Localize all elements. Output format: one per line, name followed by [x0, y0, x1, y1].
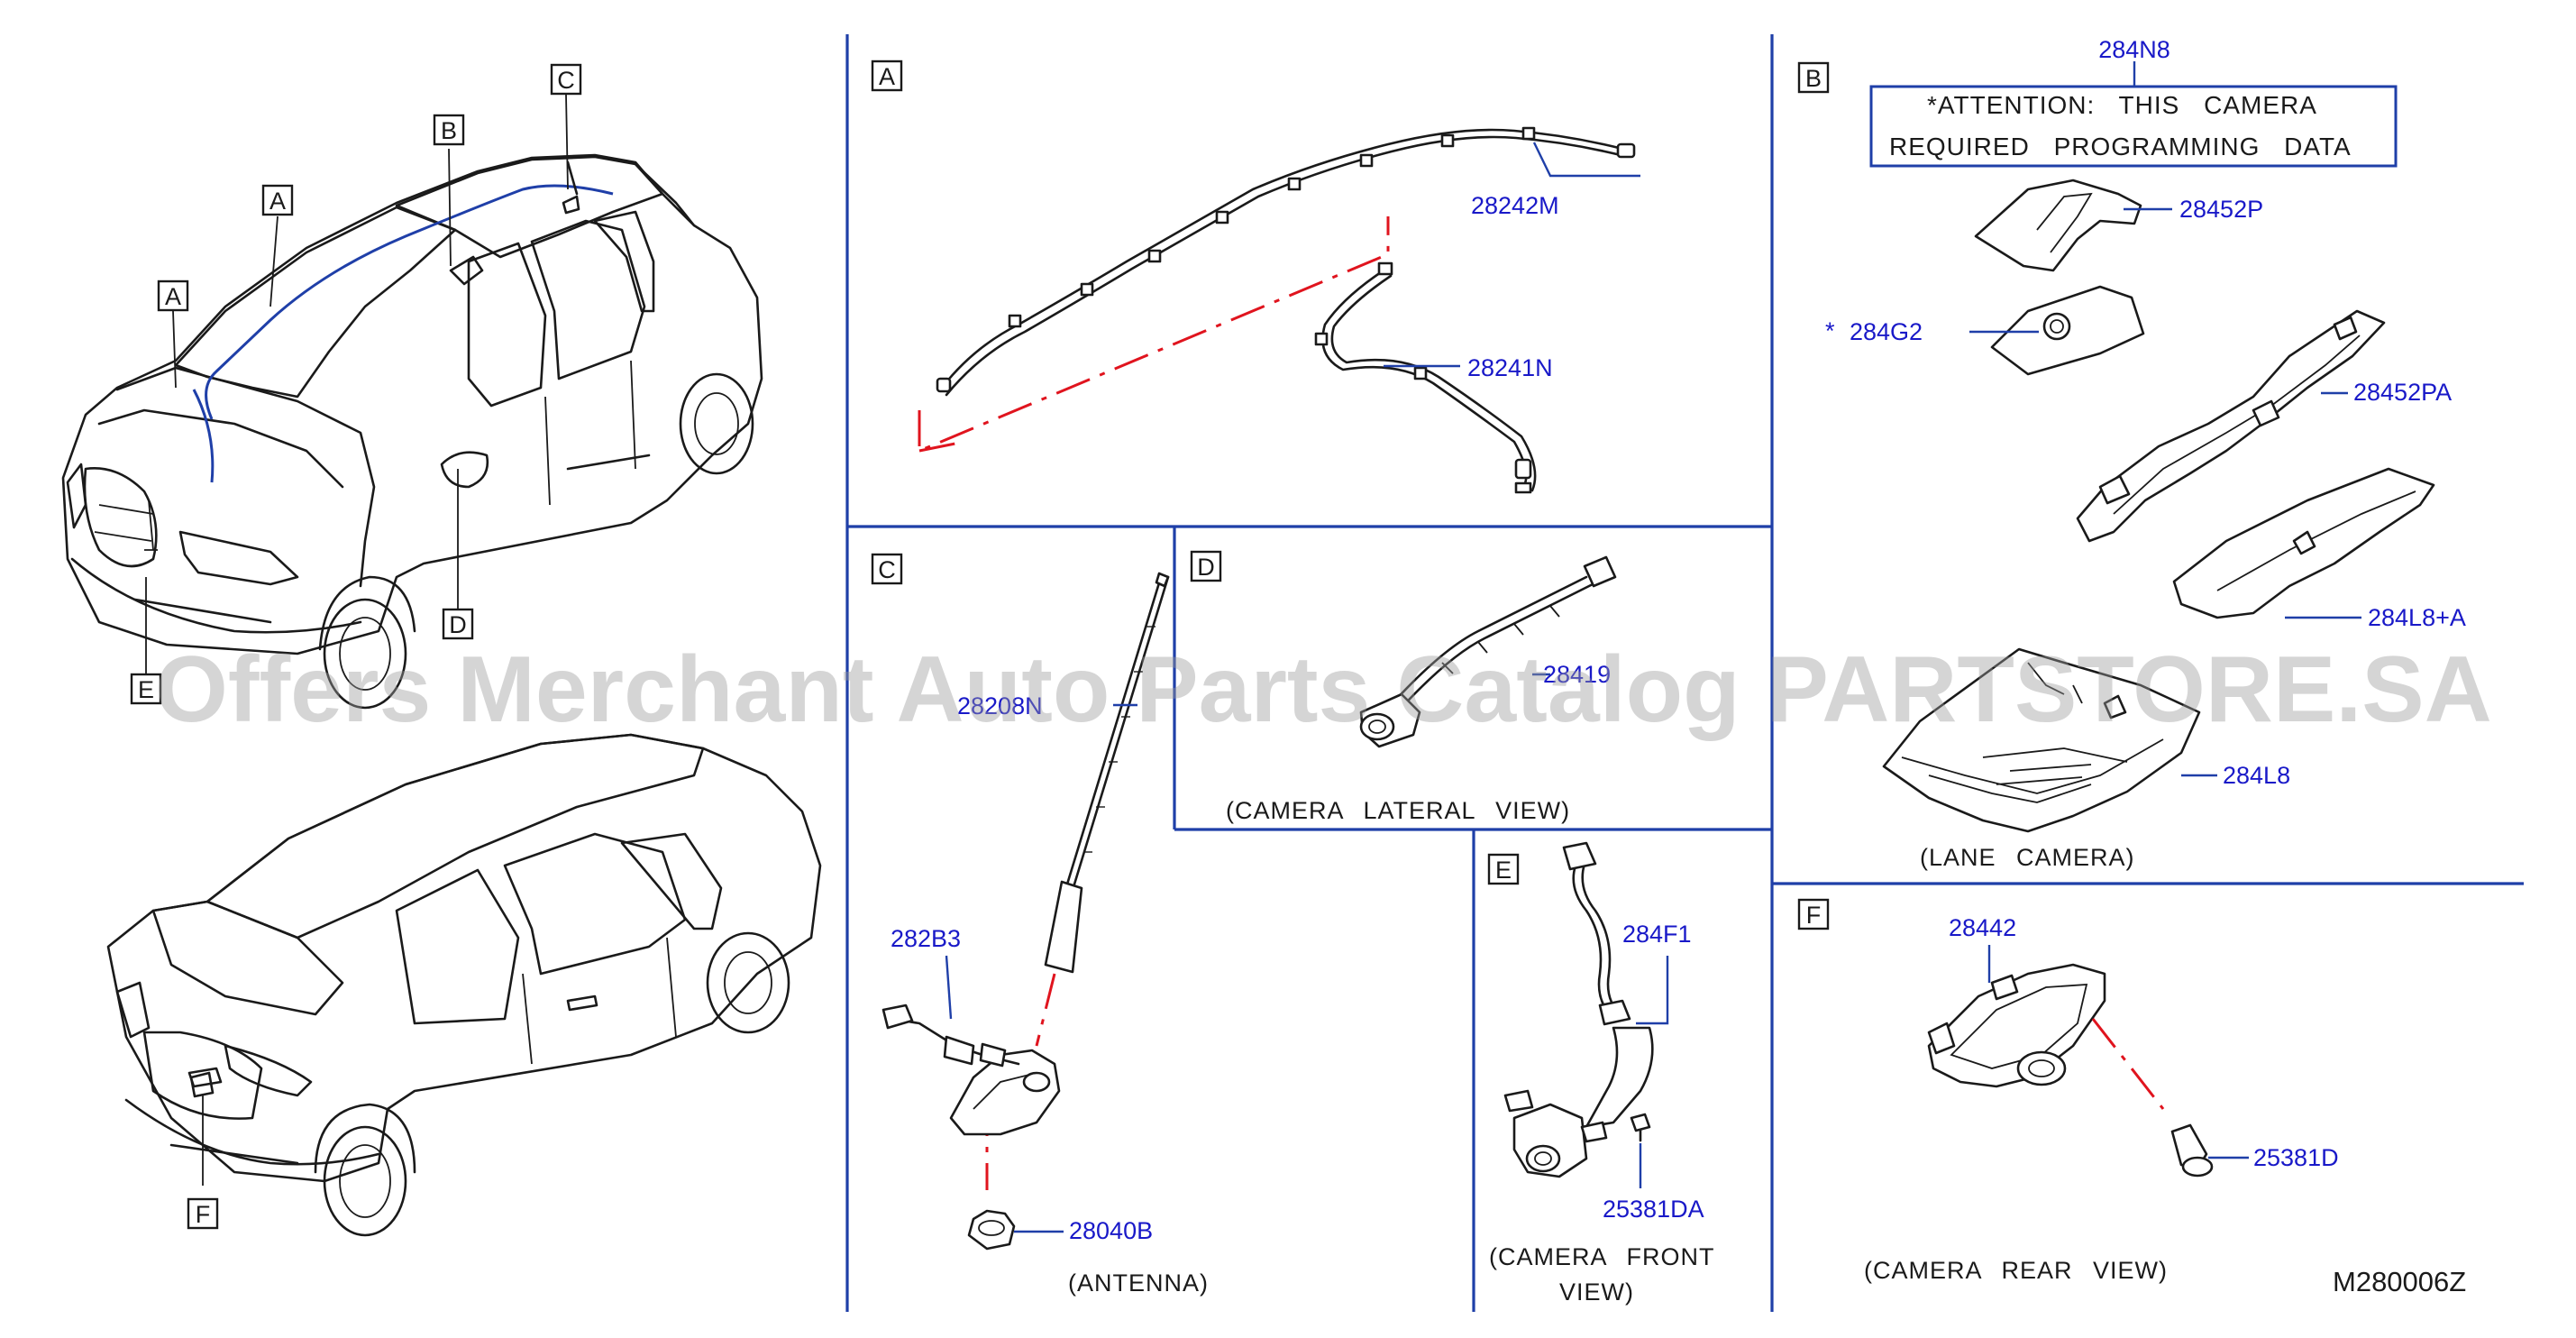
svg-text:284L8+A: 284L8+A [2368, 604, 2466, 631]
svg-text:*: * [1825, 317, 1835, 344]
svg-text:F: F [196, 1201, 211, 1228]
callout-f: F [187, 1197, 219, 1230]
svg-text:(CAMERA LATERAL VIEW): (CAMERA LATERAL VIEW) [1226, 797, 1570, 824]
svg-text:284F1: 284F1 [1622, 921, 1692, 948]
svg-text:(CAMERA FRONT: (CAMERA FRONT [1489, 1243, 1715, 1270]
panel-dividers [845, 34, 2524, 1312]
section-b: B 284N8 *ATTENTION: THIS CAMERA REQUIRED… [1797, 36, 2466, 871]
svg-text:C: C [557, 67, 575, 94]
svg-text:284N8: 284N8 [2098, 36, 2170, 63]
svg-text:D: D [1197, 554, 1215, 581]
section-d: D 28419 (CAMERA LATERAL VIEW) [1190, 550, 1617, 824]
svg-text:(ANTENNA): (ANTENNA) [1068, 1269, 1209, 1297]
diagram-code: M280006Z [2333, 1266, 2466, 1297]
attention-note: 284N8 *ATTENTION: THIS CAMERA REQUIRED P… [1869, 36, 2398, 168]
watermark: Offers Merchant Auto Parts Catalog PARTS… [155, 637, 2492, 742]
svg-text:*ATTENTION: THIS CAMERA: *ATTENTION: THIS CAMERA [1927, 91, 2317, 119]
svg-text:B: B [441, 117, 457, 144]
svg-text:284L8: 284L8 [2223, 762, 2290, 789]
callout-d: D [442, 608, 474, 640]
svg-text:C: C [878, 556, 896, 583]
svg-text:REQUIRED PROGRAMMING DATA: REQUIRED PROGRAMMING DATA [1889, 133, 2352, 160]
svg-text:28442: 28442 [1949, 914, 2016, 941]
svg-text:282B3: 282B3 [891, 925, 961, 952]
svg-text:28208N: 28208N [957, 692, 1043, 719]
svg-text:VIEW): VIEW) [1559, 1278, 1634, 1306]
svg-text:28040B: 28040B [1069, 1217, 1153, 1244]
svg-text:A: A [165, 283, 181, 310]
svg-text:25381DA: 25381DA [1603, 1196, 1704, 1223]
section-e: E 284F1 25381DA (CAMERA FRONT VIEW) [1487, 841, 1715, 1306]
svg-text:F: F [1806, 902, 1822, 929]
vehicle-callouts: A A B C D E F [130, 63, 582, 1230]
svg-text:28419: 28419 [1543, 661, 1611, 688]
svg-text:284G2: 284G2 [1850, 318, 1923, 345]
callout-b: B [433, 114, 465, 146]
svg-text:25381D: 25381D [2253, 1144, 2339, 1171]
svg-text:(LANE CAMERA): (LANE CAMERA) [1920, 844, 2135, 871]
svg-text:D: D [449, 611, 467, 638]
callout-a-windshield: A [157, 280, 189, 312]
section-f: F 25381D 28442 (CAMERA REAR VIEW) [1797, 898, 2339, 1284]
vehicle-front-view [61, 94, 763, 710]
svg-text:28452PA: 28452PA [2353, 379, 2452, 406]
svg-text:A: A [269, 188, 286, 215]
svg-text:E: E [1495, 857, 1512, 884]
svg-text:28241N: 28241N [1467, 354, 1553, 381]
svg-text:A: A [879, 63, 895, 90]
section-a: A 28242M [871, 60, 1640, 494]
section-c: C 282B3 28040B [871, 553, 1209, 1297]
svg-text:28452P: 28452P [2179, 196, 2263, 223]
callout-a-roof: A [261, 184, 294, 216]
svg-text:(CAMERA REAR VIEW): (CAMERA REAR VIEW) [1864, 1257, 2168, 1284]
callout-e: E [130, 673, 162, 705]
svg-text:B: B [1805, 65, 1822, 92]
svg-text:28242M: 28242M [1471, 192, 1559, 219]
vehicle-rear-view [106, 733, 822, 1237]
svg-text:E: E [138, 676, 154, 703]
callout-c: C [550, 63, 582, 96]
